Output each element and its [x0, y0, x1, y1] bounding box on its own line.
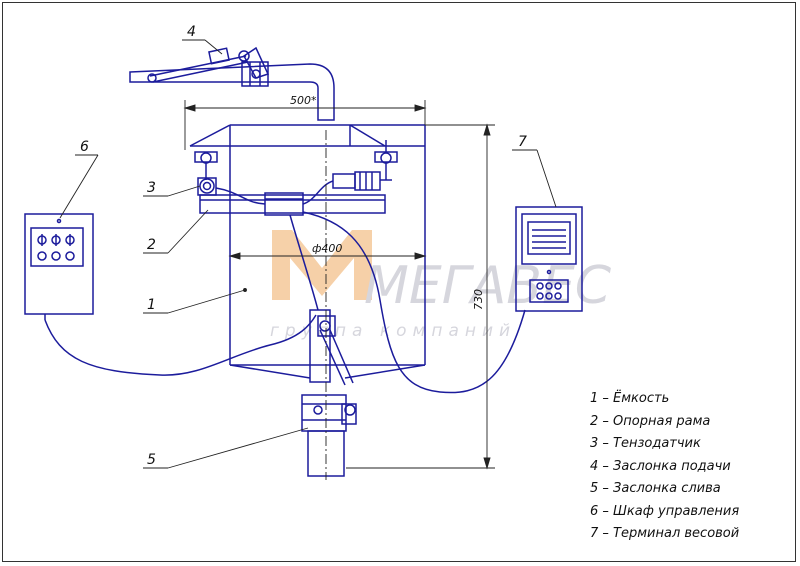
feed-damper: [129, 46, 335, 121]
vessel: [189, 124, 426, 379]
watermark-logo-icon: [272, 230, 372, 300]
dim-diameter: ф400: [312, 242, 342, 255]
callout-4: 4: [187, 24, 196, 40]
weighing-terminal: [515, 206, 583, 312]
leader-lines: [59, 39, 557, 469]
callout-5: 5: [147, 452, 156, 468]
support-frame: [194, 140, 398, 214]
dimension-lines: [183, 100, 495, 480]
dim-width: 500*: [290, 94, 317, 107]
callout-7: 7: [518, 134, 527, 150]
junction-box: [215, 180, 334, 216]
control-cabinet: [24, 213, 94, 320]
legend-item: 7 – Терминал весовой: [590, 526, 740, 541]
dim-height: 730: [472, 289, 485, 310]
callout-1: 1: [147, 297, 156, 313]
legend-item: 5 – Заслонка слива: [590, 481, 721, 496]
legend-item: 6 – Шкаф управления: [590, 503, 740, 519]
callout-2: 2: [147, 237, 156, 253]
legend-item: 1 – Ёмкость: [590, 391, 670, 406]
callout-6: 6: [80, 139, 89, 155]
callout-3: 3: [147, 180, 156, 196]
watermark-brand: МЕГАВЕС: [364, 256, 612, 316]
callout-labels: 4 6 3 2 1 5 7: [80, 24, 527, 468]
legend-item: 3 – Тензодатчик: [590, 436, 701, 451]
dimension-labels: 500* ф400 730: [290, 94, 485, 310]
legend-item: 2 – Опорная рама: [590, 413, 711, 429]
legend-item: 4 – Заслонка подачи: [590, 458, 731, 474]
parts-legend: 1 – Ёмкость 2 – Опорная рама 3 – Тензода…: [590, 388, 739, 546]
cables: [44, 211, 526, 394]
watermark-subtitle: группа компаний: [270, 321, 516, 341]
